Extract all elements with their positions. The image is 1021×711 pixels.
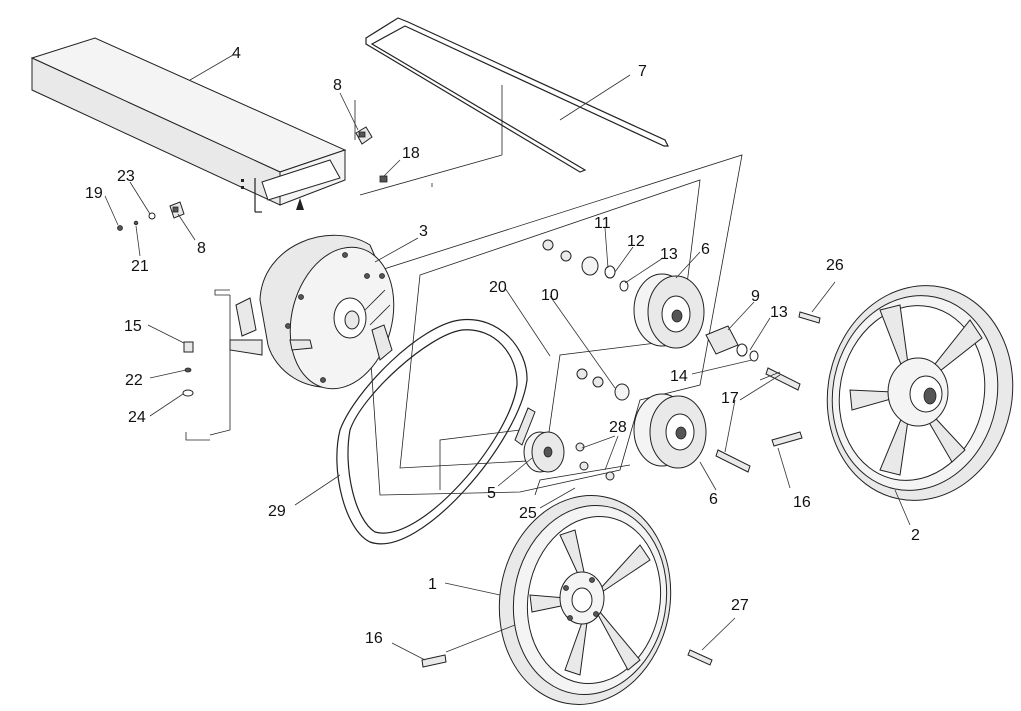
screw-part-18 [379, 175, 388, 183]
shaft-part-9 [705, 325, 759, 362]
callout-13-upper: 13 [660, 246, 678, 263]
motor-drum-part-3 [259, 234, 395, 390]
wheel-part-2 [826, 285, 1014, 501]
leader-lines [104, 54, 911, 661]
callout-6-upper: 6 [701, 241, 710, 258]
callout-29: 29 [268, 503, 286, 520]
mounting-bracket [185, 289, 263, 441]
pulley-part-6-upper [633, 273, 705, 349]
callout-9: 9 [751, 288, 760, 305]
clip-part-8-left [169, 201, 185, 219]
pin-part-27 [687, 649, 713, 666]
callout-10: 10 [541, 287, 559, 304]
v-belt-part-29 [336, 318, 528, 545]
callout-8-top: 8 [333, 77, 342, 94]
callout-1: 1 [428, 576, 437, 593]
callout-21: 21 [131, 258, 149, 275]
assembly-guides-top [296, 85, 503, 210]
plate-hardware [542, 239, 630, 481]
callout-12: 12 [627, 233, 645, 250]
callout-16-lower: 16 [365, 630, 383, 647]
callout-25: 25 [519, 505, 537, 522]
bolts-part-17 [715, 367, 803, 473]
callout-3: 3 [419, 223, 428, 240]
callout-28: 28 [609, 419, 627, 436]
wire-handle-part-7 [365, 17, 669, 173]
cover-housing-part-4 [30, 37, 347, 213]
callout-8-left: 8 [197, 240, 206, 257]
pin-part-26 [798, 311, 821, 324]
small-pulley-part-5 [514, 407, 565, 473]
side-frame-plate [364, 154, 743, 496]
callout-2: 2 [911, 527, 920, 544]
small-fasteners-19-21-23 [117, 212, 156, 231]
clip-part-8-top [355, 126, 373, 145]
callout-7: 7 [638, 63, 647, 80]
callout-13-lower: 13 [770, 304, 788, 321]
bolt-part-16-lower [421, 654, 447, 668]
callout-24: 24 [128, 409, 146, 426]
callout-11: 11 [594, 215, 611, 232]
callout-22: 22 [125, 372, 143, 389]
callout-23: 23 [117, 168, 135, 185]
callout-5: 5 [487, 485, 496, 502]
callout-27: 27 [731, 597, 749, 614]
callout-16-right: 16 [793, 494, 811, 511]
callout-26: 26 [826, 257, 844, 274]
callout-20: 20 [489, 279, 507, 296]
pulley-part-6-lower [633, 393, 707, 469]
washers-11-12-13 [581, 256, 629, 292]
callout-18: 18 [402, 145, 420, 162]
callout-4: 4 [232, 45, 241, 62]
callout-labels: 4 7 8 18 23 19 8 21 3 11 12 13 6 26 20 1… [85, 45, 920, 647]
callout-14: 14 [670, 368, 688, 385]
callout-6-lower: 6 [709, 491, 718, 508]
callout-15: 15 [124, 318, 142, 335]
wheel-part-1 [498, 495, 672, 705]
fasteners-15-22-24 [182, 341, 194, 397]
callout-19: 19 [85, 185, 103, 202]
callout-17: 17 [721, 390, 739, 407]
